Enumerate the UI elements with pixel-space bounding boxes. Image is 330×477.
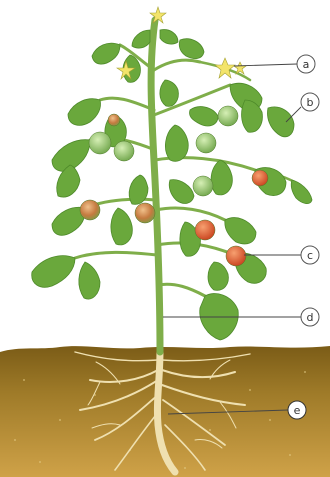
label-b: b <box>301 93 319 111</box>
ripe-tomato <box>252 170 268 186</box>
ripe-tomato <box>226 246 246 266</box>
green-tomato <box>193 176 213 196</box>
svg-text:b: b <box>307 96 314 109</box>
leader-line-a <box>234 64 297 66</box>
label-c: c <box>301 246 319 264</box>
green-tomato <box>114 141 134 161</box>
half-ripe-tomato <box>108 114 120 126</box>
half-ripe-tomato <box>135 203 155 223</box>
label-d: d <box>301 308 319 326</box>
half-ripe-tomato <box>80 200 100 220</box>
green-tomato <box>196 133 216 153</box>
leaves <box>32 30 312 340</box>
label-e: e <box>288 401 306 419</box>
green-tomato <box>89 132 111 154</box>
label-a: a <box>297 55 315 73</box>
svg-text:d: d <box>307 311 314 324</box>
svg-text:e: e <box>294 404 301 417</box>
green-tomato <box>218 106 238 126</box>
svg-text:a: a <box>303 58 310 71</box>
svg-text:c: c <box>307 249 313 262</box>
ripe-tomato <box>195 220 215 240</box>
